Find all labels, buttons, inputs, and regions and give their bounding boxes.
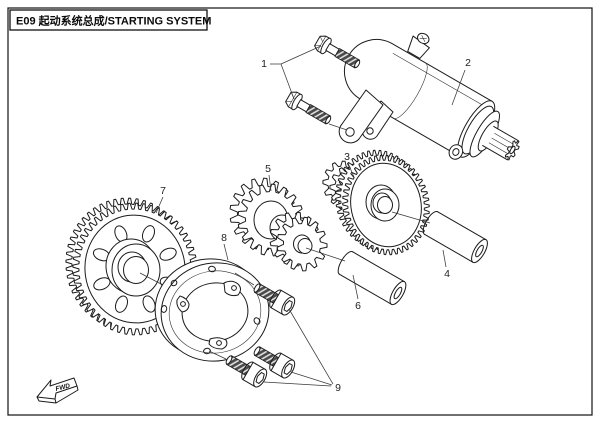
motor-terminal-bracket xyxy=(407,35,430,59)
clutch-sprag-tab xyxy=(223,280,241,297)
motor-output-shaft xyxy=(482,125,520,161)
motor-through-bolt-eye xyxy=(448,144,464,160)
large-gear-hole xyxy=(141,225,156,243)
part-double-gear xyxy=(229,177,328,272)
clutch-sprag-tab xyxy=(208,337,228,350)
callout-8: 8 xyxy=(221,232,227,244)
motor-mounting-bracket xyxy=(338,89,394,144)
part-roller-pin-4 xyxy=(422,210,488,264)
screw-alignment-line xyxy=(208,350,227,360)
fwd-direction-marker: FWD xyxy=(36,377,79,404)
bolt-lower xyxy=(285,91,332,125)
page-border xyxy=(7,7,593,416)
large-gear-hole xyxy=(142,295,156,313)
fwd-arrow-icon xyxy=(36,377,78,400)
part-clutch-screws xyxy=(225,283,296,388)
callout-3: 3 xyxy=(344,151,350,163)
axis-line-gear5-roller6 xyxy=(305,247,346,262)
large-gear-hole xyxy=(114,295,129,313)
large-gear-hole xyxy=(159,247,177,261)
part-roller-pin-6 xyxy=(337,250,407,306)
title-block: E09 起动系统总成/STARTING SYSTEM xyxy=(9,9,211,31)
title-box xyxy=(9,9,208,31)
axis-line-gear3-pin4 xyxy=(391,211,431,224)
clutch-sprag-tab xyxy=(176,295,190,313)
part-one-way-clutch xyxy=(154,258,270,362)
fwd-label: FWD xyxy=(55,382,71,392)
bolt-alignment-line xyxy=(328,123,348,131)
callout-leaders xyxy=(155,45,466,387)
callout-6: 6 xyxy=(355,300,361,312)
part-mounting-bolts xyxy=(285,35,361,131)
spline-end xyxy=(504,140,520,161)
callout-7: 7 xyxy=(160,185,166,197)
screw xyxy=(225,355,268,388)
callout-2: 2 xyxy=(465,57,471,69)
callout-4: 4 xyxy=(444,268,450,280)
screw-alignment-line xyxy=(234,272,255,286)
part-driven-gear xyxy=(322,149,430,256)
callout-9: 9 xyxy=(335,382,341,394)
callout-1: 1 xyxy=(261,58,267,70)
screw xyxy=(253,346,296,379)
part-starter-motor xyxy=(338,32,520,161)
callout-labels: 1 2 3 4 5 6 7 8 9 xyxy=(160,57,471,394)
screw xyxy=(253,283,296,316)
page-title: E09 起动系统总成/STARTING SYSTEM xyxy=(16,14,211,28)
bolt-upper xyxy=(314,35,361,69)
callout-5: 5 xyxy=(265,163,271,175)
